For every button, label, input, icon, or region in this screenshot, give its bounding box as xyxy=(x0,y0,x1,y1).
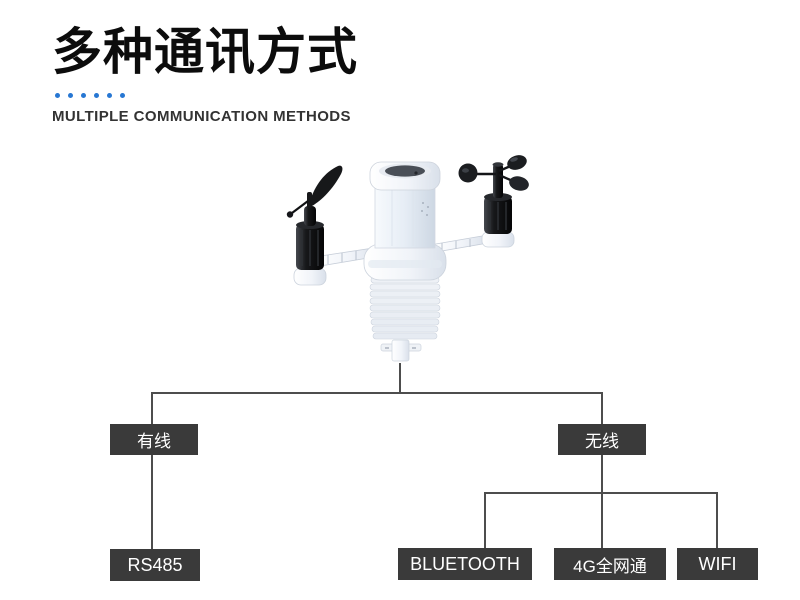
connector-wireless-bottom xyxy=(601,455,603,548)
radiation-shield xyxy=(369,276,441,340)
accent-dot xyxy=(81,93,86,98)
connector-wired-bottom xyxy=(151,455,153,549)
node-bluetooth: BLUETOOTH xyxy=(398,548,532,580)
connector-root xyxy=(399,363,401,394)
connector-wireless-top xyxy=(601,394,603,425)
mounting-bracket xyxy=(380,339,422,362)
accent-dot xyxy=(55,93,60,98)
connector-bluetooth xyxy=(484,494,486,548)
accent-dot xyxy=(68,93,73,98)
node-wireless: 无线 xyxy=(558,424,646,455)
accent-dot xyxy=(107,93,112,98)
accent-dot xyxy=(120,93,125,98)
sensor-body xyxy=(374,183,436,249)
node-4g: 4G全网通 xyxy=(554,548,666,580)
weather-station-image xyxy=(286,155,529,362)
page-title: 多种通讯方式 xyxy=(52,24,358,80)
cup-anemometer xyxy=(458,155,529,248)
node-rs485: RS485 xyxy=(110,549,200,581)
wind-vane xyxy=(286,165,343,286)
accent-dot xyxy=(94,93,99,98)
connector-level1-horizontal xyxy=(151,392,603,394)
page-subtitle: MULTIPLE COMMUNICATION METHODS xyxy=(52,108,351,125)
connector-wifi xyxy=(716,494,718,548)
node-wifi: WIFI xyxy=(677,548,758,580)
mounting-arms xyxy=(313,234,489,268)
accent-dots xyxy=(55,93,133,98)
connector-wired-top xyxy=(151,394,153,425)
connector-level2-horizontal xyxy=(484,492,718,494)
rain-collector-top xyxy=(369,161,441,191)
node-wired: 有线 xyxy=(110,424,198,455)
